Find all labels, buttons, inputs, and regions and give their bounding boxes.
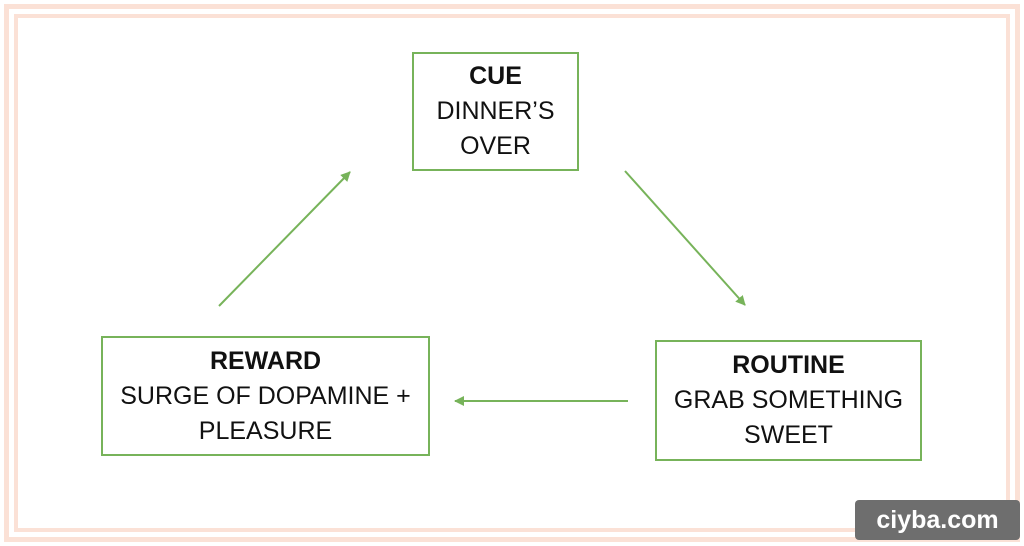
reward-title: REWARD [209,346,322,375]
arrow-reward-to-cue [218,171,351,307]
inner-frame [14,14,1010,532]
reward-box: REWARD SURGE OF DOPAMINE + PLEASURE [101,336,430,456]
cue-box: CUE DINNER’S OVER [412,52,579,171]
reward-description: SURGE OF DOPAMINE + PLEASURE [120,381,411,445]
cue-title: CUE [469,62,522,90]
arrow-cue-to-routine [624,170,746,306]
watermark: ciyba.com [855,500,1020,540]
routine-box: ROUTINE GRAB SOMETHING SWEET [655,340,922,461]
routine-description: GRAB SOMETHING SWEET [673,386,904,449]
routine-title: ROUTINE [732,351,845,379]
cue-description: DINNER’S OVER [436,97,555,160]
outer-frame [4,4,1020,542]
